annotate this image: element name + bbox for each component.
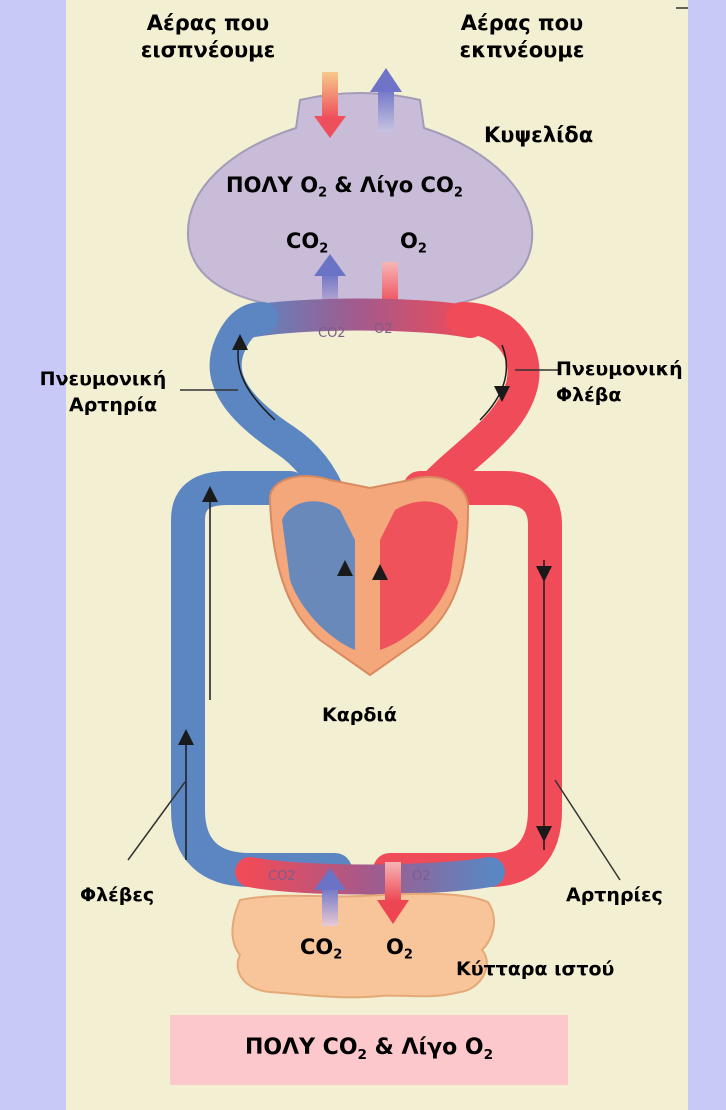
pulmonary-capillary xyxy=(248,315,470,323)
pulmonary-vein-line2: Φλέβα xyxy=(556,382,683,408)
tissue-co2-label: CO2 xyxy=(300,934,342,961)
tissue-condition: ΠΟΛΥ CO2 & Λίγο O2 xyxy=(170,1034,568,1061)
heart-label: Καρδιά xyxy=(322,702,397,728)
leader-arteries xyxy=(555,780,620,880)
pulmonary-vein-line1: Πνευμονική xyxy=(556,356,683,382)
pulmonary-vein-label: Πνευμονική Φλέβα xyxy=(556,356,683,408)
tissue-cells-shape xyxy=(232,894,494,998)
pulmonary-artery-label: Πνευμονική Αρτηρία xyxy=(18,366,188,418)
veins-label: Φλέβες xyxy=(80,882,154,908)
alveolus-sac xyxy=(188,93,532,312)
capillary-bottom-o2-label: O2 xyxy=(412,869,431,884)
pulmonary-artery-line1: Πνευμονική xyxy=(18,366,188,392)
alveolus-o2-label: O2 xyxy=(400,228,427,255)
exhaled-air-line2: εκπνέουμε xyxy=(422,37,622,64)
arteries-label: Αρτηρίες xyxy=(566,882,663,908)
inhaled-air-line2: εισπνέουμε xyxy=(108,37,308,64)
inhaled-air-label: Αέρας που εισπνέουμε xyxy=(108,10,308,64)
alveolus-co2-label: CO2 xyxy=(286,228,328,255)
capillary-bottom-co2-label: CO2 xyxy=(268,869,296,884)
tissue-condition-box: ΠΟΛΥ CO2 & Λίγο O2 xyxy=(170,1015,568,1085)
tissue-o2-label: O2 xyxy=(386,934,413,961)
capillary-top-o2-label: O2 xyxy=(374,322,393,337)
exhaled-air-label: Αέρας που εκπνέουμε xyxy=(422,10,622,64)
inhaled-air-line1: Αέρας που xyxy=(108,10,308,37)
alveolus-condition: ΠΟΛΥ Ο2 & Λίγο CO2 xyxy=(226,172,463,199)
capillary-top-co2-label: CO2 xyxy=(318,326,346,341)
pulmonary-artery-line2: Αρτηρία xyxy=(18,392,188,418)
alveolus-label: Κυψελίδα xyxy=(484,122,593,149)
exhaled-air-line1: Αέρας που xyxy=(422,10,622,37)
tissue-cells-label: Κύτταρα ιστού xyxy=(456,956,614,982)
